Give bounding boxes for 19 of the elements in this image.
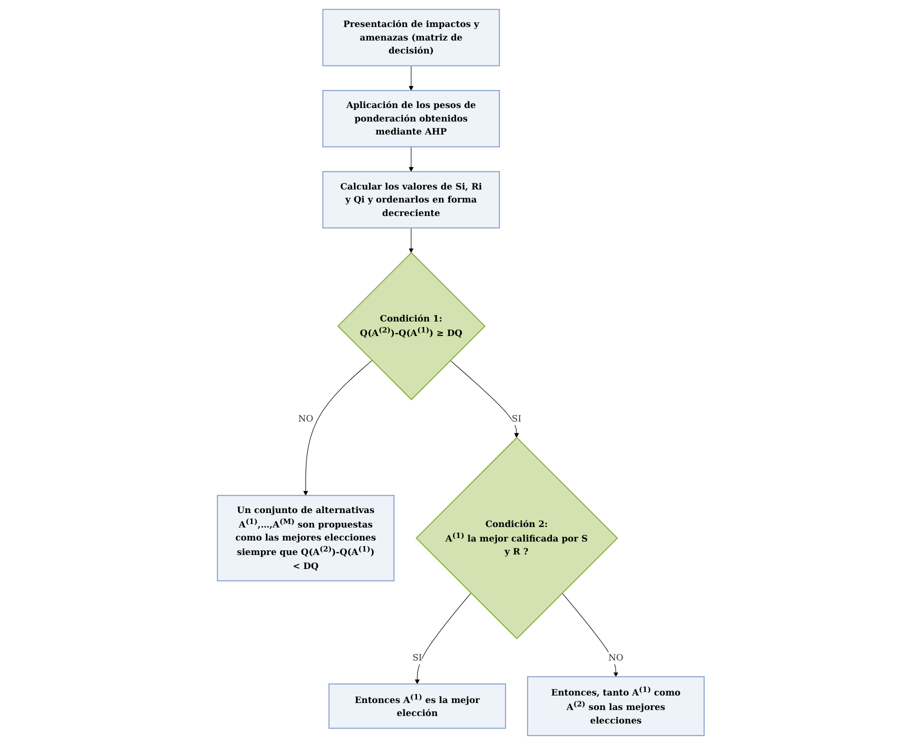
edge-label: SI (412, 652, 422, 663)
arrow (303, 360, 372, 496)
arrow (414, 592, 471, 684)
node-box: Aplicación de los pesos de ponderación obtenidos mediante AHP (322, 90, 500, 148)
node-box: Calcular los valores de Si, Ri y Qi y ordenarlos en forma decreciente (322, 171, 500, 228)
edge-label: NO (608, 652, 624, 663)
arrow (562, 592, 618, 677)
node-box: Entonces, tanto A$^{(1)}$ como A$^{(2)}$ son las mejores elecciones (526, 676, 704, 736)
node-diamond: Condición 2: A$^{(1)}$ la mejor calificada por S y R ? (415, 436, 618, 640)
arrow (408, 146, 414, 172)
edge-label: SI (512, 413, 522, 424)
arrow (450, 360, 519, 438)
arrow (408, 65, 414, 91)
node-box: Presentación de impactos y amenazas (matriz de decisión) (322, 8, 500, 66)
arrow (408, 228, 414, 253)
node-box: Entonces A$^{(1)}$ es la mejor elección (328, 683, 506, 729)
edge-label: NO (298, 413, 313, 424)
node-box: Un conjunto de alternativas A$^{(1)}$,…,A$^{(M)}$ son propuestas como las mejores elecciones siempre que Q(A$^{(2)}$)-Q(A$^{(1)}$) < DQ (216, 494, 394, 582)
node-diamond: Condición 1: Q(A$^{(2)}$)-Q(A$^{(1)}$) ≥ DQ (336, 252, 486, 400)
